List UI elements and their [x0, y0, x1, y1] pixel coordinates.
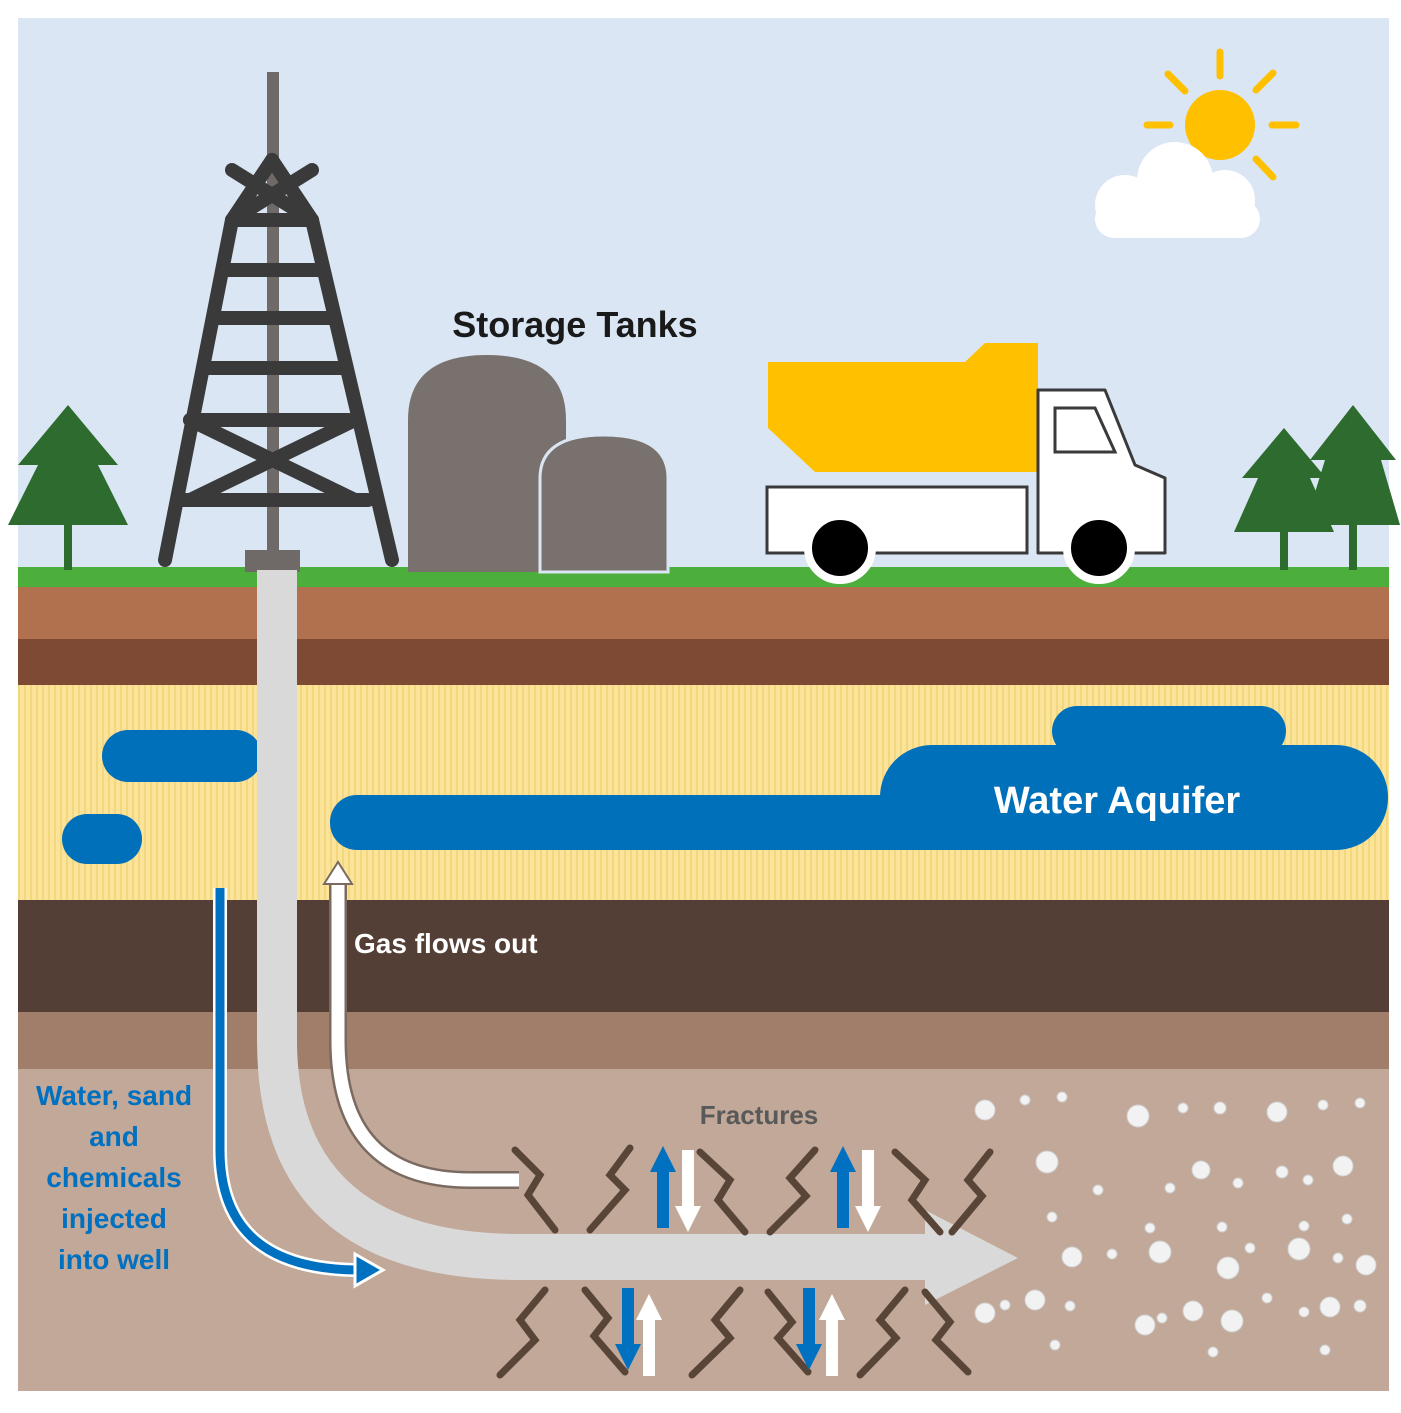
subsoil-layer [18, 639, 1389, 685]
storage-tanks-label: Storage Tanks [452, 304, 697, 345]
gas-flows-out-label: Gas flows out [354, 928, 538, 959]
injection-label-line: into well [58, 1244, 170, 1275]
injection-label-line: and [89, 1121, 139, 1152]
injection-label: Water, sand and chemicals injected into … [36, 1080, 192, 1275]
topsoil-layer [18, 587, 1389, 639]
water-aquifer-label: Water Aquifer [994, 780, 1241, 822]
injection-label-line: injected [61, 1203, 167, 1234]
fractures-label: Fractures [700, 1100, 819, 1130]
injection-label-line: Water, sand [36, 1080, 192, 1111]
grass-layer [18, 567, 1389, 587]
injection-label-line: chemicals [46, 1162, 181, 1193]
